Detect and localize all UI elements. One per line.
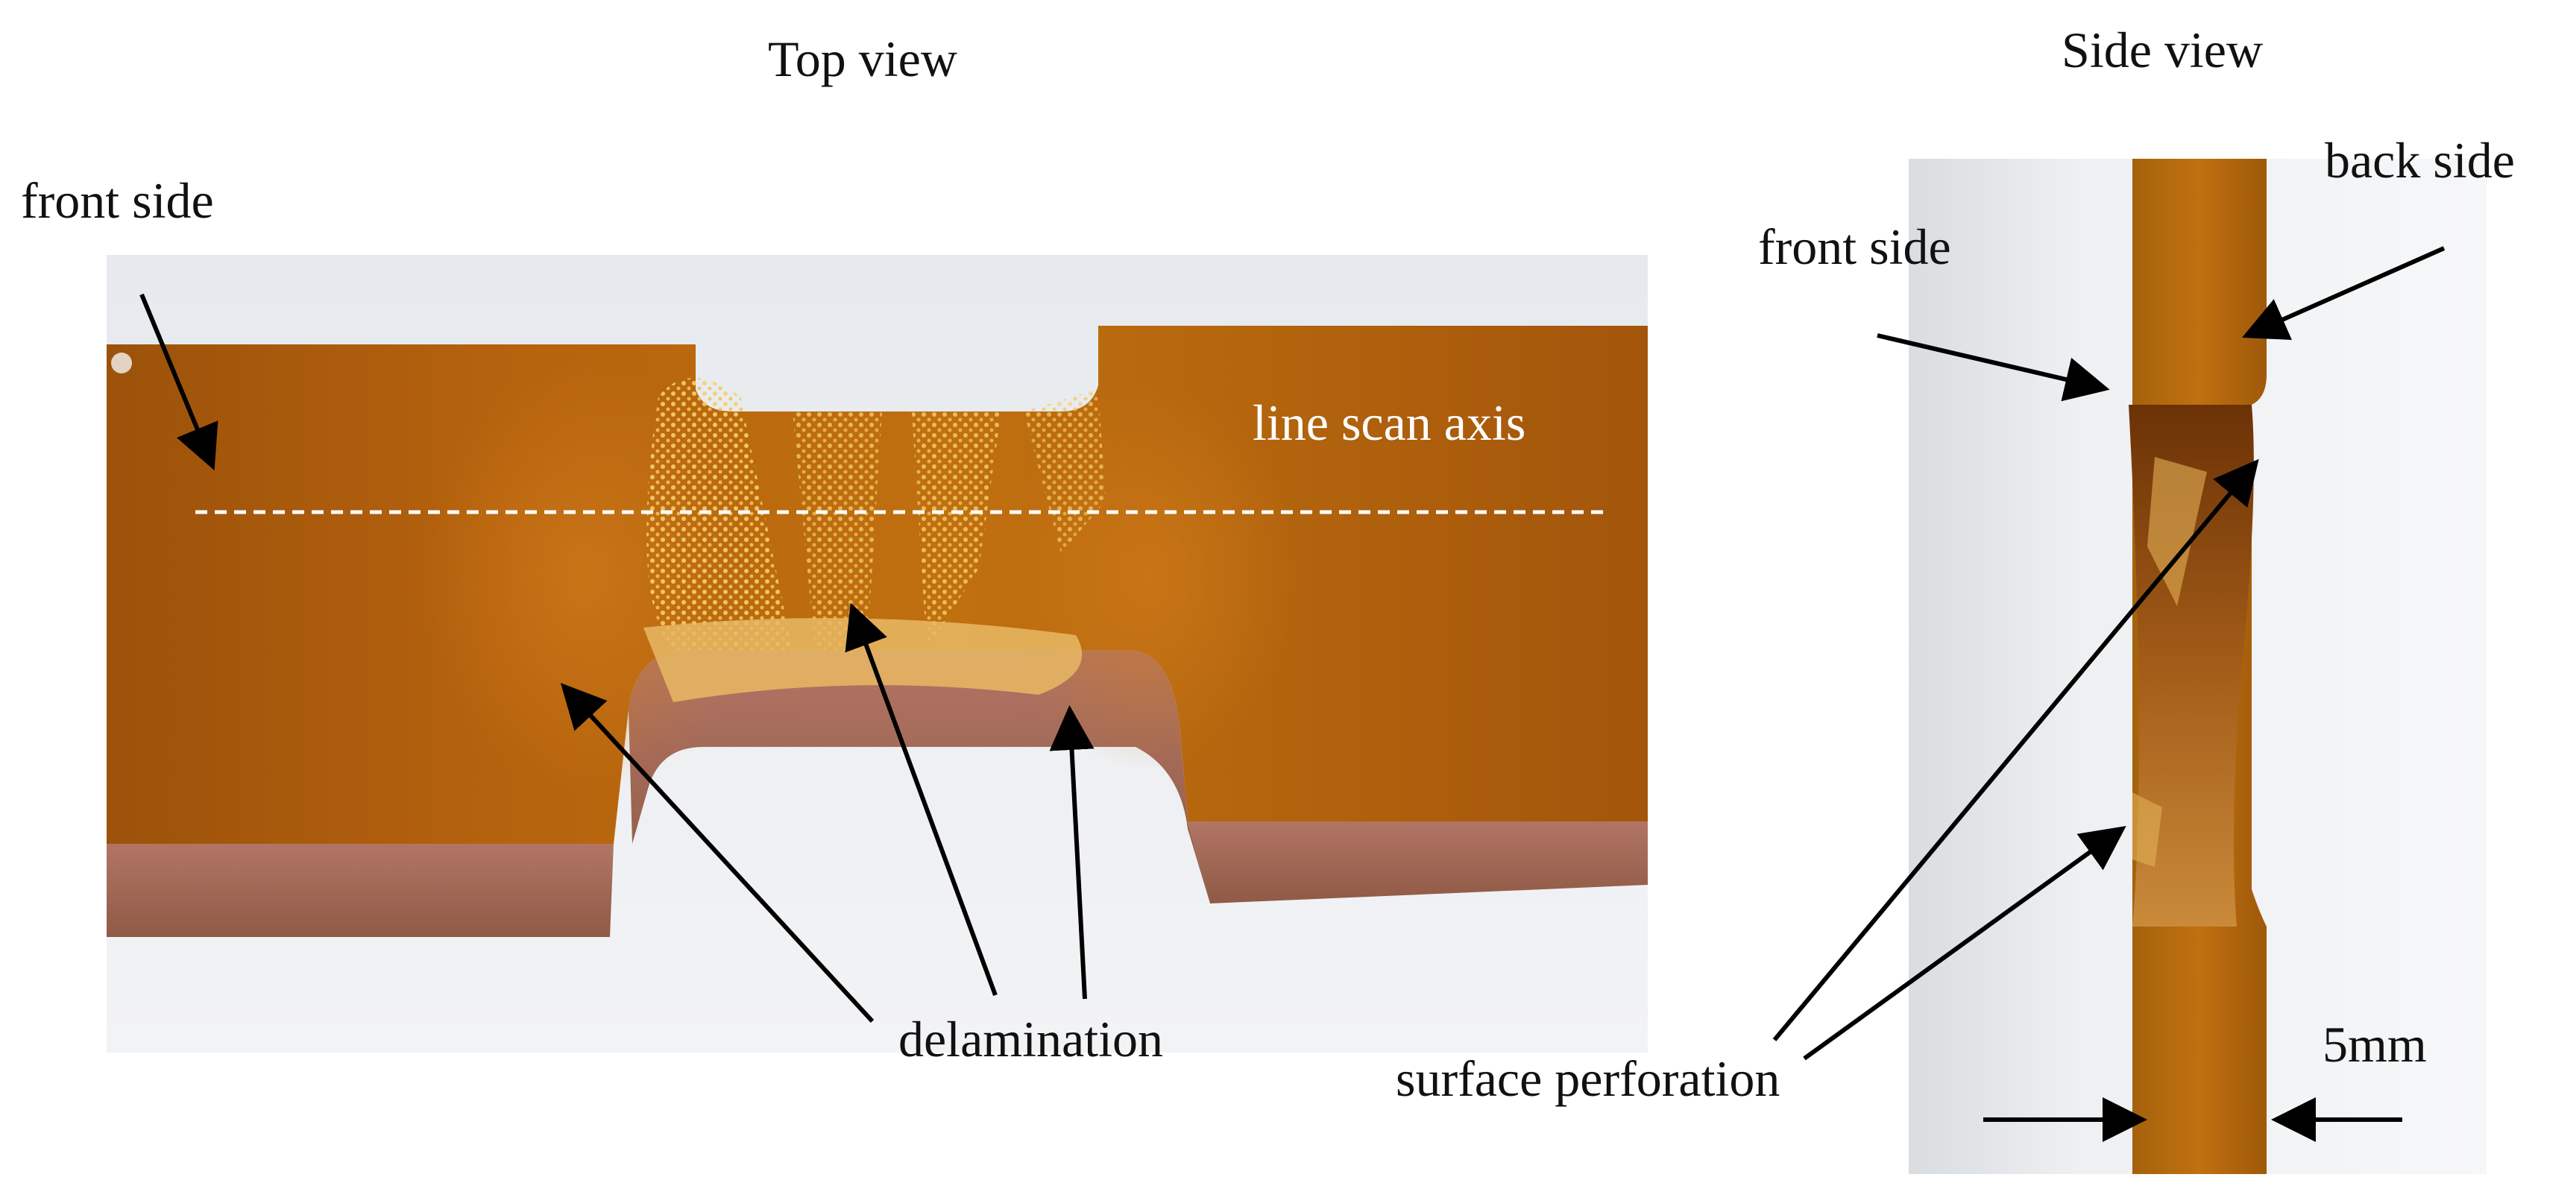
delamination-arrow-middle	[845, 602, 998, 997]
back-side-arrow	[2242, 246, 2446, 341]
top-view-heading: Top view	[768, 31, 957, 87]
surface-perforation-arrow-lower	[1803, 825, 2126, 1061]
back-side-label: back side	[2325, 132, 2515, 189]
side-view-heading: Side view	[2062, 22, 2264, 78]
delamination-label: delamination	[898, 1011, 1164, 1067]
front-side-arrow	[139, 293, 218, 471]
delamination-band-3	[912, 411, 1001, 650]
top-view-photo	[107, 255, 1648, 1053]
side-view-specimen-illustration	[1909, 159, 2487, 1174]
side-view-photo	[1909, 159, 2487, 1174]
side-front-side-arrow	[1877, 333, 2110, 402]
scale-label: 5mm	[2323, 1016, 2427, 1073]
top-view-specimen-illustration	[107, 255, 1648, 1053]
specimen-edge-left	[107, 844, 614, 937]
surface-perforation-arrow-upper	[1772, 458, 2259, 1041]
delamination-fiber-edge	[643, 618, 1083, 702]
line-scan-axis-label: line scan axis	[1253, 394, 1526, 451]
side-front-side-label: front side	[1758, 218, 1951, 275]
specimen-edge-right	[1188, 821, 1648, 903]
delamination-band-4	[1024, 389, 1106, 553]
delamination-band-2	[793, 411, 882, 650]
delamination-arrow-left	[560, 683, 875, 1023]
top-front-side-label: front side	[21, 172, 214, 229]
specimen-hole	[111, 353, 132, 373]
delamination-arrow-right	[1049, 705, 1095, 1000]
surface-perforation-label: surface perforation	[1396, 1050, 1780, 1107]
